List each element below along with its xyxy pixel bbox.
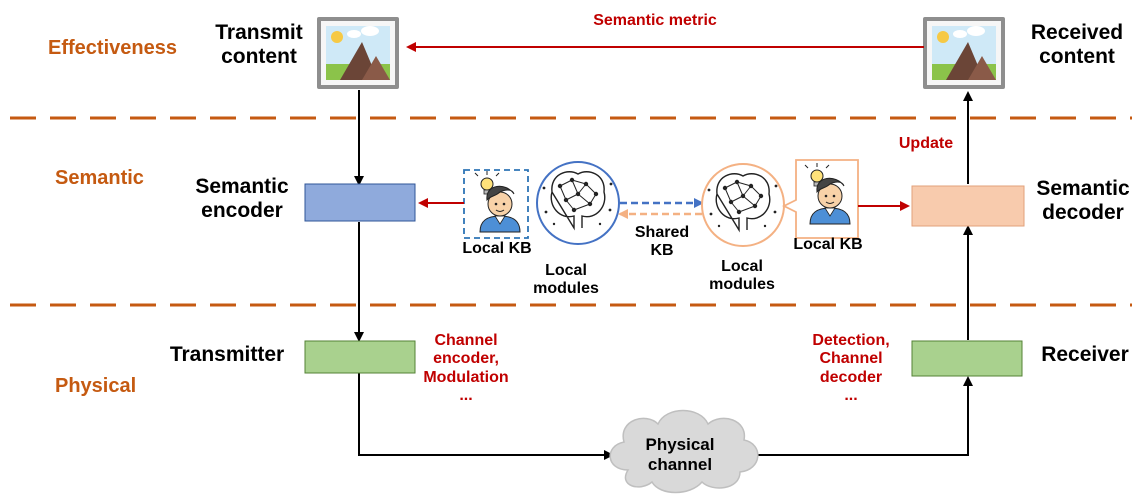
transmitter-label: Transmitter — [169, 343, 285, 366]
semantic-encoder-line2: encoder — [201, 199, 283, 223]
semantic-encoder-label: Semantic encoder — [182, 175, 302, 223]
received-content-line2: content — [1039, 45, 1115, 69]
physical-channel-label: Physical channel — [632, 435, 728, 474]
received-image-icon — [923, 17, 1005, 89]
local-modules-left-circle — [536, 161, 620, 245]
local-modules-left-line2: modules — [533, 280, 599, 298]
local-modules-right-line1: Local — [721, 258, 763, 275]
layer-label-physical: Physical — [55, 375, 137, 397]
shared-kb-line2: KB — [650, 242, 674, 260]
receiver-box — [911, 340, 1023, 377]
rx-ops-line2: Channel — [819, 350, 883, 368]
semantic-decoder-line2: decoder — [1042, 201, 1124, 225]
transmitter-box — [304, 340, 416, 374]
rx-operations-label: Detection, Channel decoder ... — [796, 332, 906, 406]
tx-ops-line1: Channel — [434, 332, 498, 349]
transmit-content-line2: content — [221, 45, 297, 69]
transmit-content-line1: Transmit — [215, 21, 303, 44]
semantic-decoder-label: Semantic decoder — [1024, 177, 1142, 225]
rx-ops-line1: Detection, — [812, 332, 890, 349]
receiver-label: Receiver — [1041, 343, 1129, 366]
received-content-line1: Received — [1030, 21, 1124, 44]
local-kb-left-label: Local KB — [462, 240, 532, 257]
layer-label-semantic: Semantic — [55, 167, 144, 189]
tx-ops-line3: Modulation — [423, 368, 509, 386]
layer-label-effectiveness: Effectiveness — [48, 37, 177, 59]
transmit-image-icon — [317, 17, 399, 89]
semantic-decoder-box — [911, 185, 1025, 227]
local-modules-right-label: Local modules — [692, 258, 792, 295]
tx-operations-label: Channel encoder, Modulation ... — [412, 332, 520, 406]
transmit-content-label: Transmit content — [204, 21, 314, 69]
rx-ops-line3: decoder — [819, 368, 883, 386]
semantic-encoder-line1: Semantic — [195, 175, 289, 198]
transmitter-to-channel-arrow — [358, 373, 614, 460]
semantic-decoder-line1: Semantic — [1036, 177, 1130, 200]
semantic-encoder-box — [304, 183, 416, 222]
shared-kb-line1: Shared — [634, 224, 690, 241]
physical-channel-line1: Physical — [645, 435, 715, 454]
semantic-metric-label: Semantic metric — [593, 12, 717, 29]
local-modules-left-label: Local modules — [516, 262, 616, 299]
tx-ops-line4: ... — [459, 387, 473, 405]
physical-channel-line2: channel — [647, 454, 713, 474]
update-label: Update — [898, 135, 954, 152]
tx-ops-line2: encoder, — [433, 350, 499, 368]
rx-ops-line4: ... — [844, 387, 858, 405]
physical-channel-cloud-icon — [609, 409, 759, 494]
local-kb-right-label: Local KB — [793, 236, 863, 253]
local-modules-right-line2: modules — [709, 276, 775, 294]
shared-kb-label: Shared KB — [622, 224, 702, 261]
channel-to-receiver-arrow — [745, 376, 973, 456]
received-content-label: Received content — [1012, 21, 1142, 69]
local-modules-left-line1: Local — [545, 262, 587, 279]
